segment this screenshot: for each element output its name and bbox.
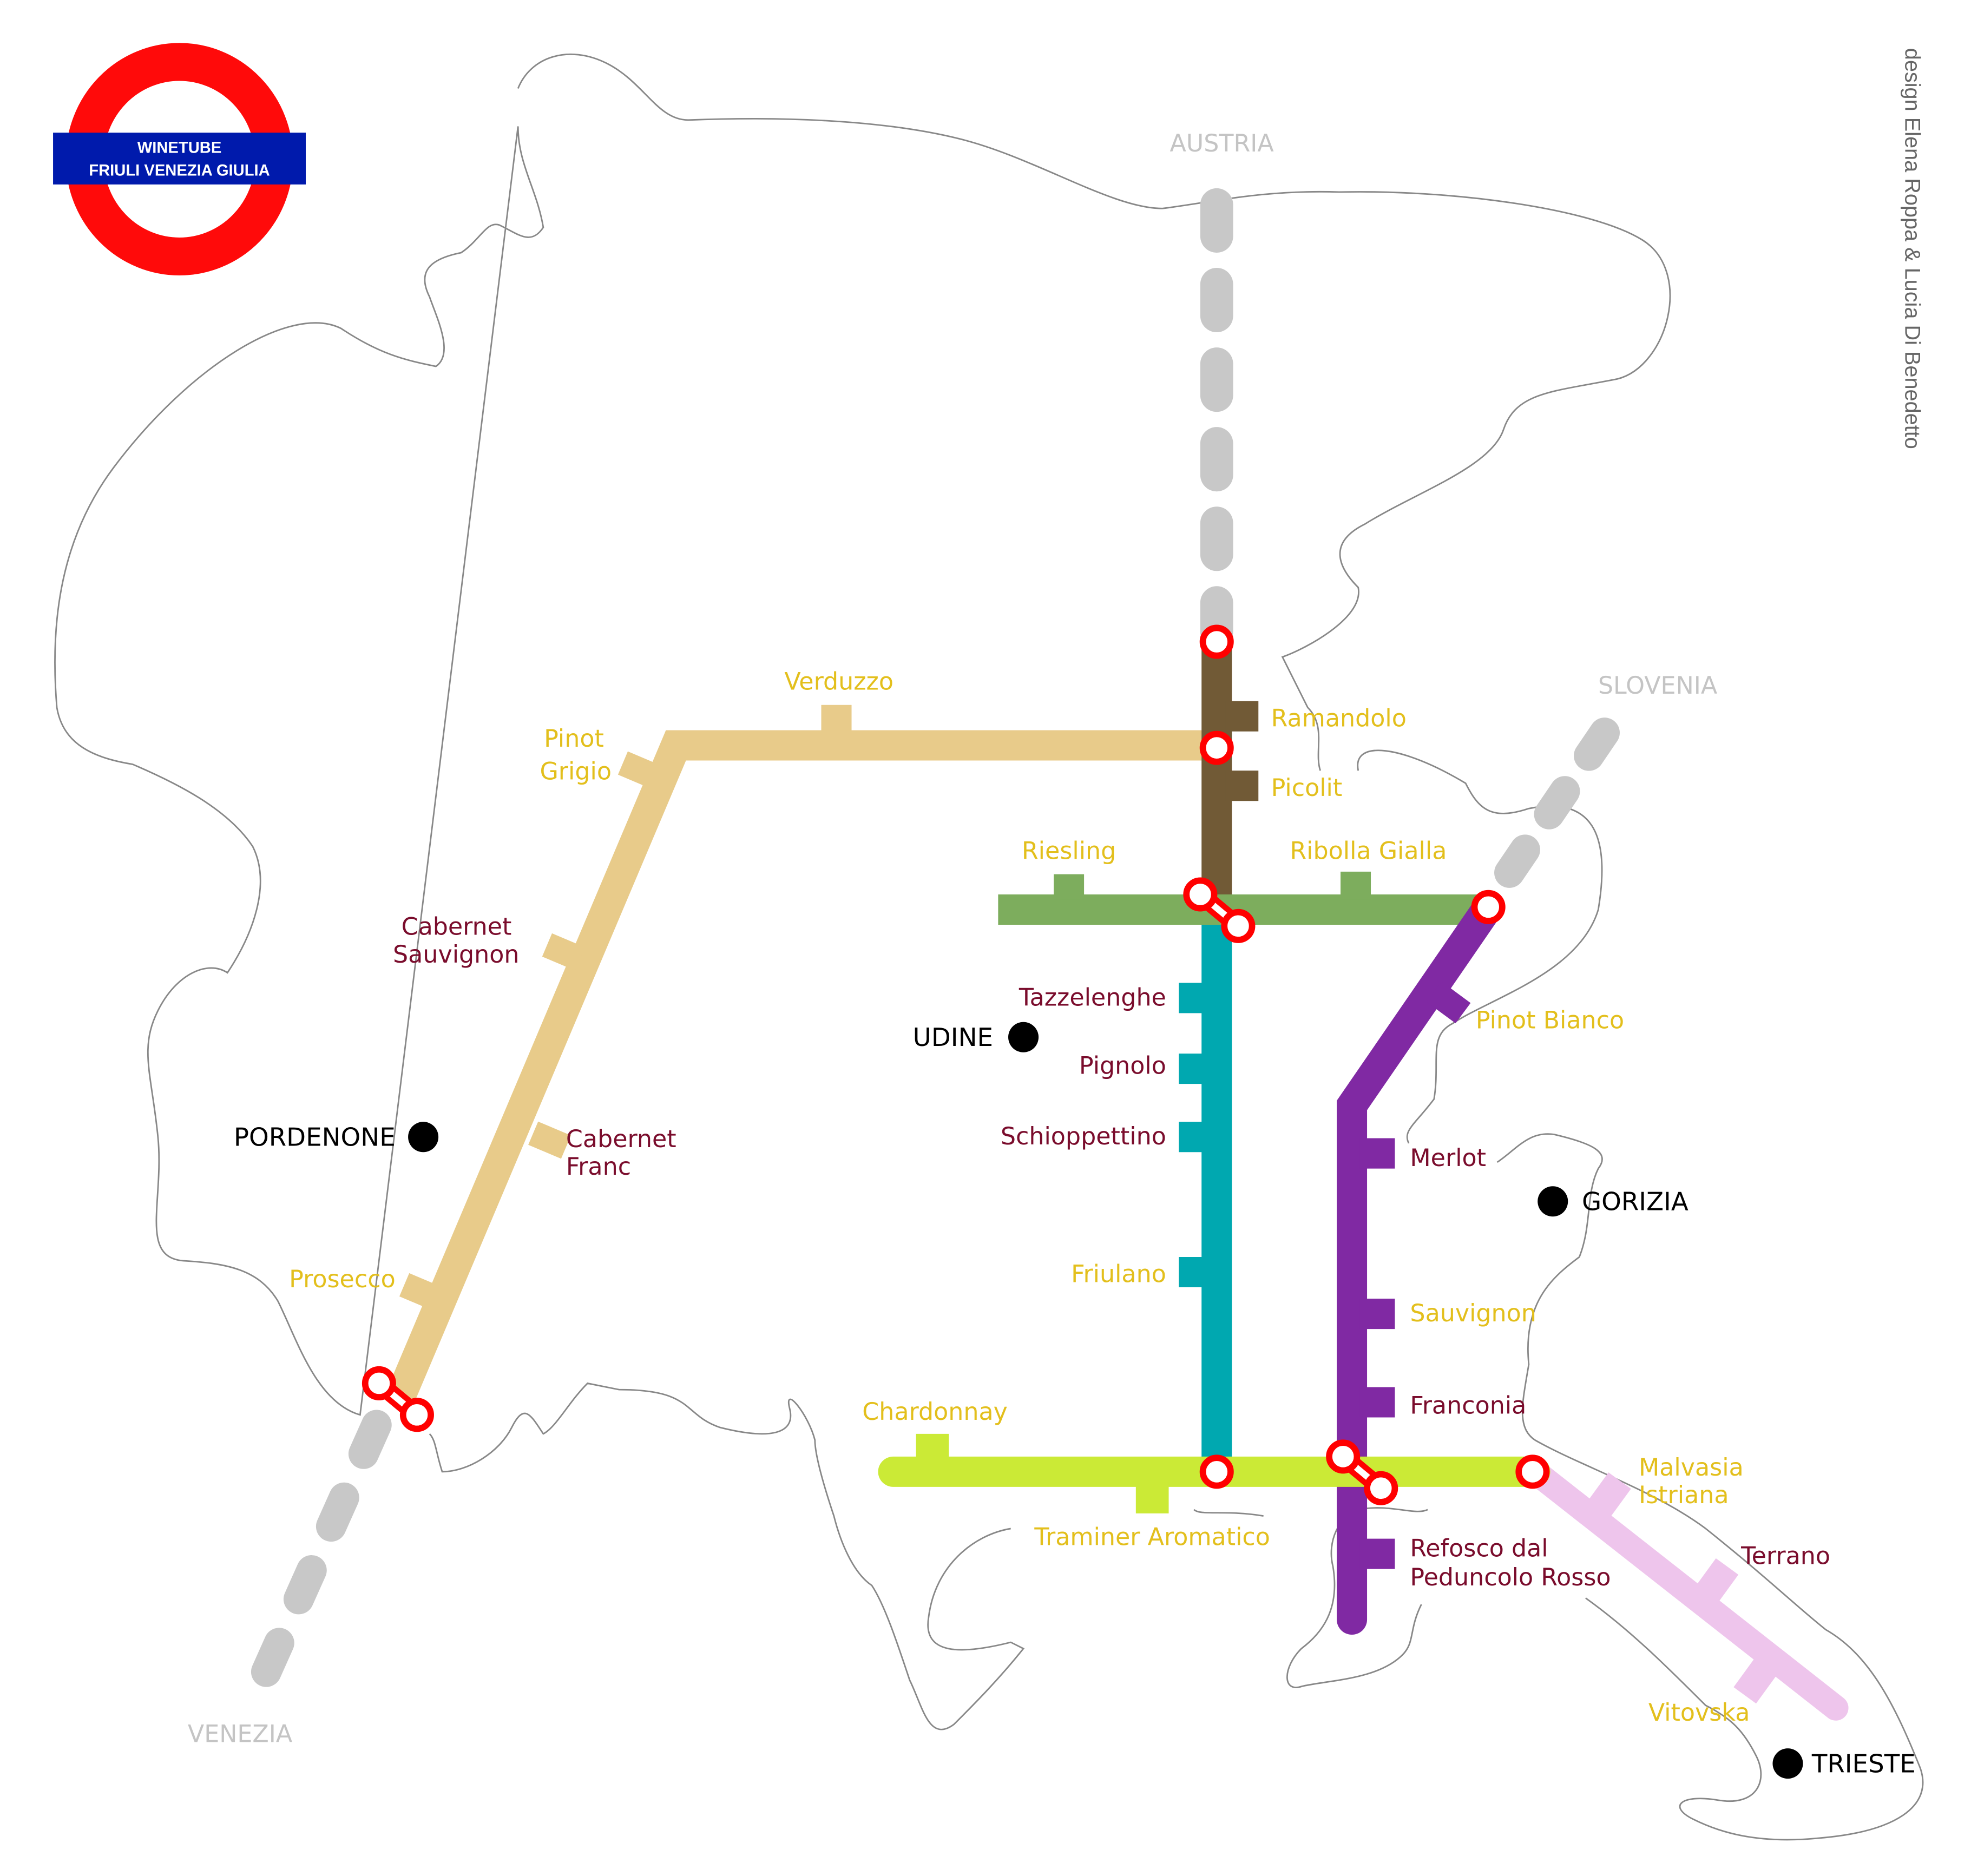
winetube-logo: WINETUBE FRIULI VENEZIA GIULIA xyxy=(53,43,306,275)
station-malvasia-istriana[interactable]: Malvasia Istriana xyxy=(1639,1454,1751,1509)
station-verduzzo[interactable]: Verduzzo xyxy=(784,668,893,696)
station-marker[interactable] xyxy=(1199,730,1234,765)
station-franconia[interactable]: Franconia xyxy=(1410,1392,1526,1419)
station-marker[interactable] xyxy=(1471,890,1506,924)
label-austria: AUSTRIA xyxy=(1170,130,1273,157)
station-prosecco[interactable]: Prosecco xyxy=(289,1266,396,1293)
city-dot-gorizia xyxy=(1538,1186,1568,1217)
label-slovenia: SLOVENIA xyxy=(1598,672,1717,700)
cities: UDINE PORDENONE GORIZIA TRIESTE xyxy=(234,1022,1916,1779)
interchange-stations xyxy=(362,624,1550,1505)
station-pignolo[interactable]: Pignolo xyxy=(1079,1052,1166,1079)
station-chardonnay[interactable]: Chardonnay xyxy=(862,1398,1008,1426)
station-marker[interactable] xyxy=(1326,1439,1361,1474)
station-marker[interactable] xyxy=(1199,624,1234,659)
station-friulano[interactable]: Friulano xyxy=(1071,1261,1166,1288)
city-trieste: TRIESTE xyxy=(1811,1750,1916,1779)
station-marker[interactable] xyxy=(362,1366,396,1400)
svg-text:FRIULI VENEZIA GIULIA: FRIULI VENEZIA GIULIA xyxy=(89,162,270,180)
city-dot-udine xyxy=(1008,1022,1039,1052)
station-marker[interactable] xyxy=(1199,1454,1234,1489)
label-venezia: VENEZIA xyxy=(188,1720,292,1748)
station-marker[interactable] xyxy=(1221,909,1256,943)
station-vitovska[interactable]: Vitovska xyxy=(1648,1699,1750,1727)
station-marker[interactable] xyxy=(1515,1454,1550,1489)
city-udine: UDINE xyxy=(913,1023,993,1052)
station-marker[interactable] xyxy=(399,1398,434,1432)
station-labels: Ramandolo Picolit Riesling Ribolla Giall… xyxy=(289,668,1830,1727)
city-gorizia: GORIZIA xyxy=(1582,1188,1689,1217)
brown-line xyxy=(1201,642,1259,897)
region-outline xyxy=(54,53,1924,1841)
station-cabernet-franc[interactable]: Cabernet Franc xyxy=(566,1125,684,1181)
station-riesling[interactable]: Riesling xyxy=(1022,838,1116,865)
station-ribolla-gialla[interactable]: Ribolla Gialla xyxy=(1290,838,1447,865)
slovenia-border-line xyxy=(1482,718,1620,906)
tan-line xyxy=(384,705,1217,1408)
station-pinot-grigio[interactable]: Pinot Grigio xyxy=(540,725,612,786)
green-line xyxy=(998,871,1485,925)
station-ramandolo[interactable]: Ramandolo xyxy=(1271,705,1407,732)
pink-line xyxy=(1522,1459,1849,1721)
station-marker[interactable] xyxy=(1183,877,1218,912)
svg-text:WINETUBE: WINETUBE xyxy=(137,140,222,157)
station-cabernet-sauvignon[interactable]: Cabernet Sauvignon xyxy=(393,913,519,969)
city-dot-trieste xyxy=(1772,1748,1803,1779)
teal-line xyxy=(1179,919,1232,1472)
station-traminer-aromatico[interactable]: Traminer Aromatico xyxy=(1034,1523,1270,1551)
design-credit: design Elena Roppa & Lucia Di Benedetto xyxy=(1901,48,1924,449)
station-merlot[interactable]: Merlot xyxy=(1410,1144,1486,1172)
station-refosco[interactable]: Refosco dal Peduncolo Rosso xyxy=(1410,1535,1611,1591)
city-dot-pordenone xyxy=(408,1122,439,1153)
station-terrano[interactable]: Terrano xyxy=(1740,1542,1830,1570)
station-tazzelenghe[interactable]: Tazzelenghe xyxy=(1019,984,1166,1011)
city-pordenone: PORDENONE xyxy=(234,1123,396,1153)
station-pinot-bianco[interactable]: Pinot Bianco xyxy=(1476,1006,1624,1034)
station-schioppettino[interactable]: Schioppettino xyxy=(1001,1123,1166,1150)
station-marker[interactable] xyxy=(1364,1471,1398,1505)
station-picolit[interactable]: Picolit xyxy=(1271,774,1343,802)
venezia-border-line xyxy=(250,1410,392,1689)
station-sauvignon[interactable]: Sauvignon xyxy=(1410,1300,1536,1327)
